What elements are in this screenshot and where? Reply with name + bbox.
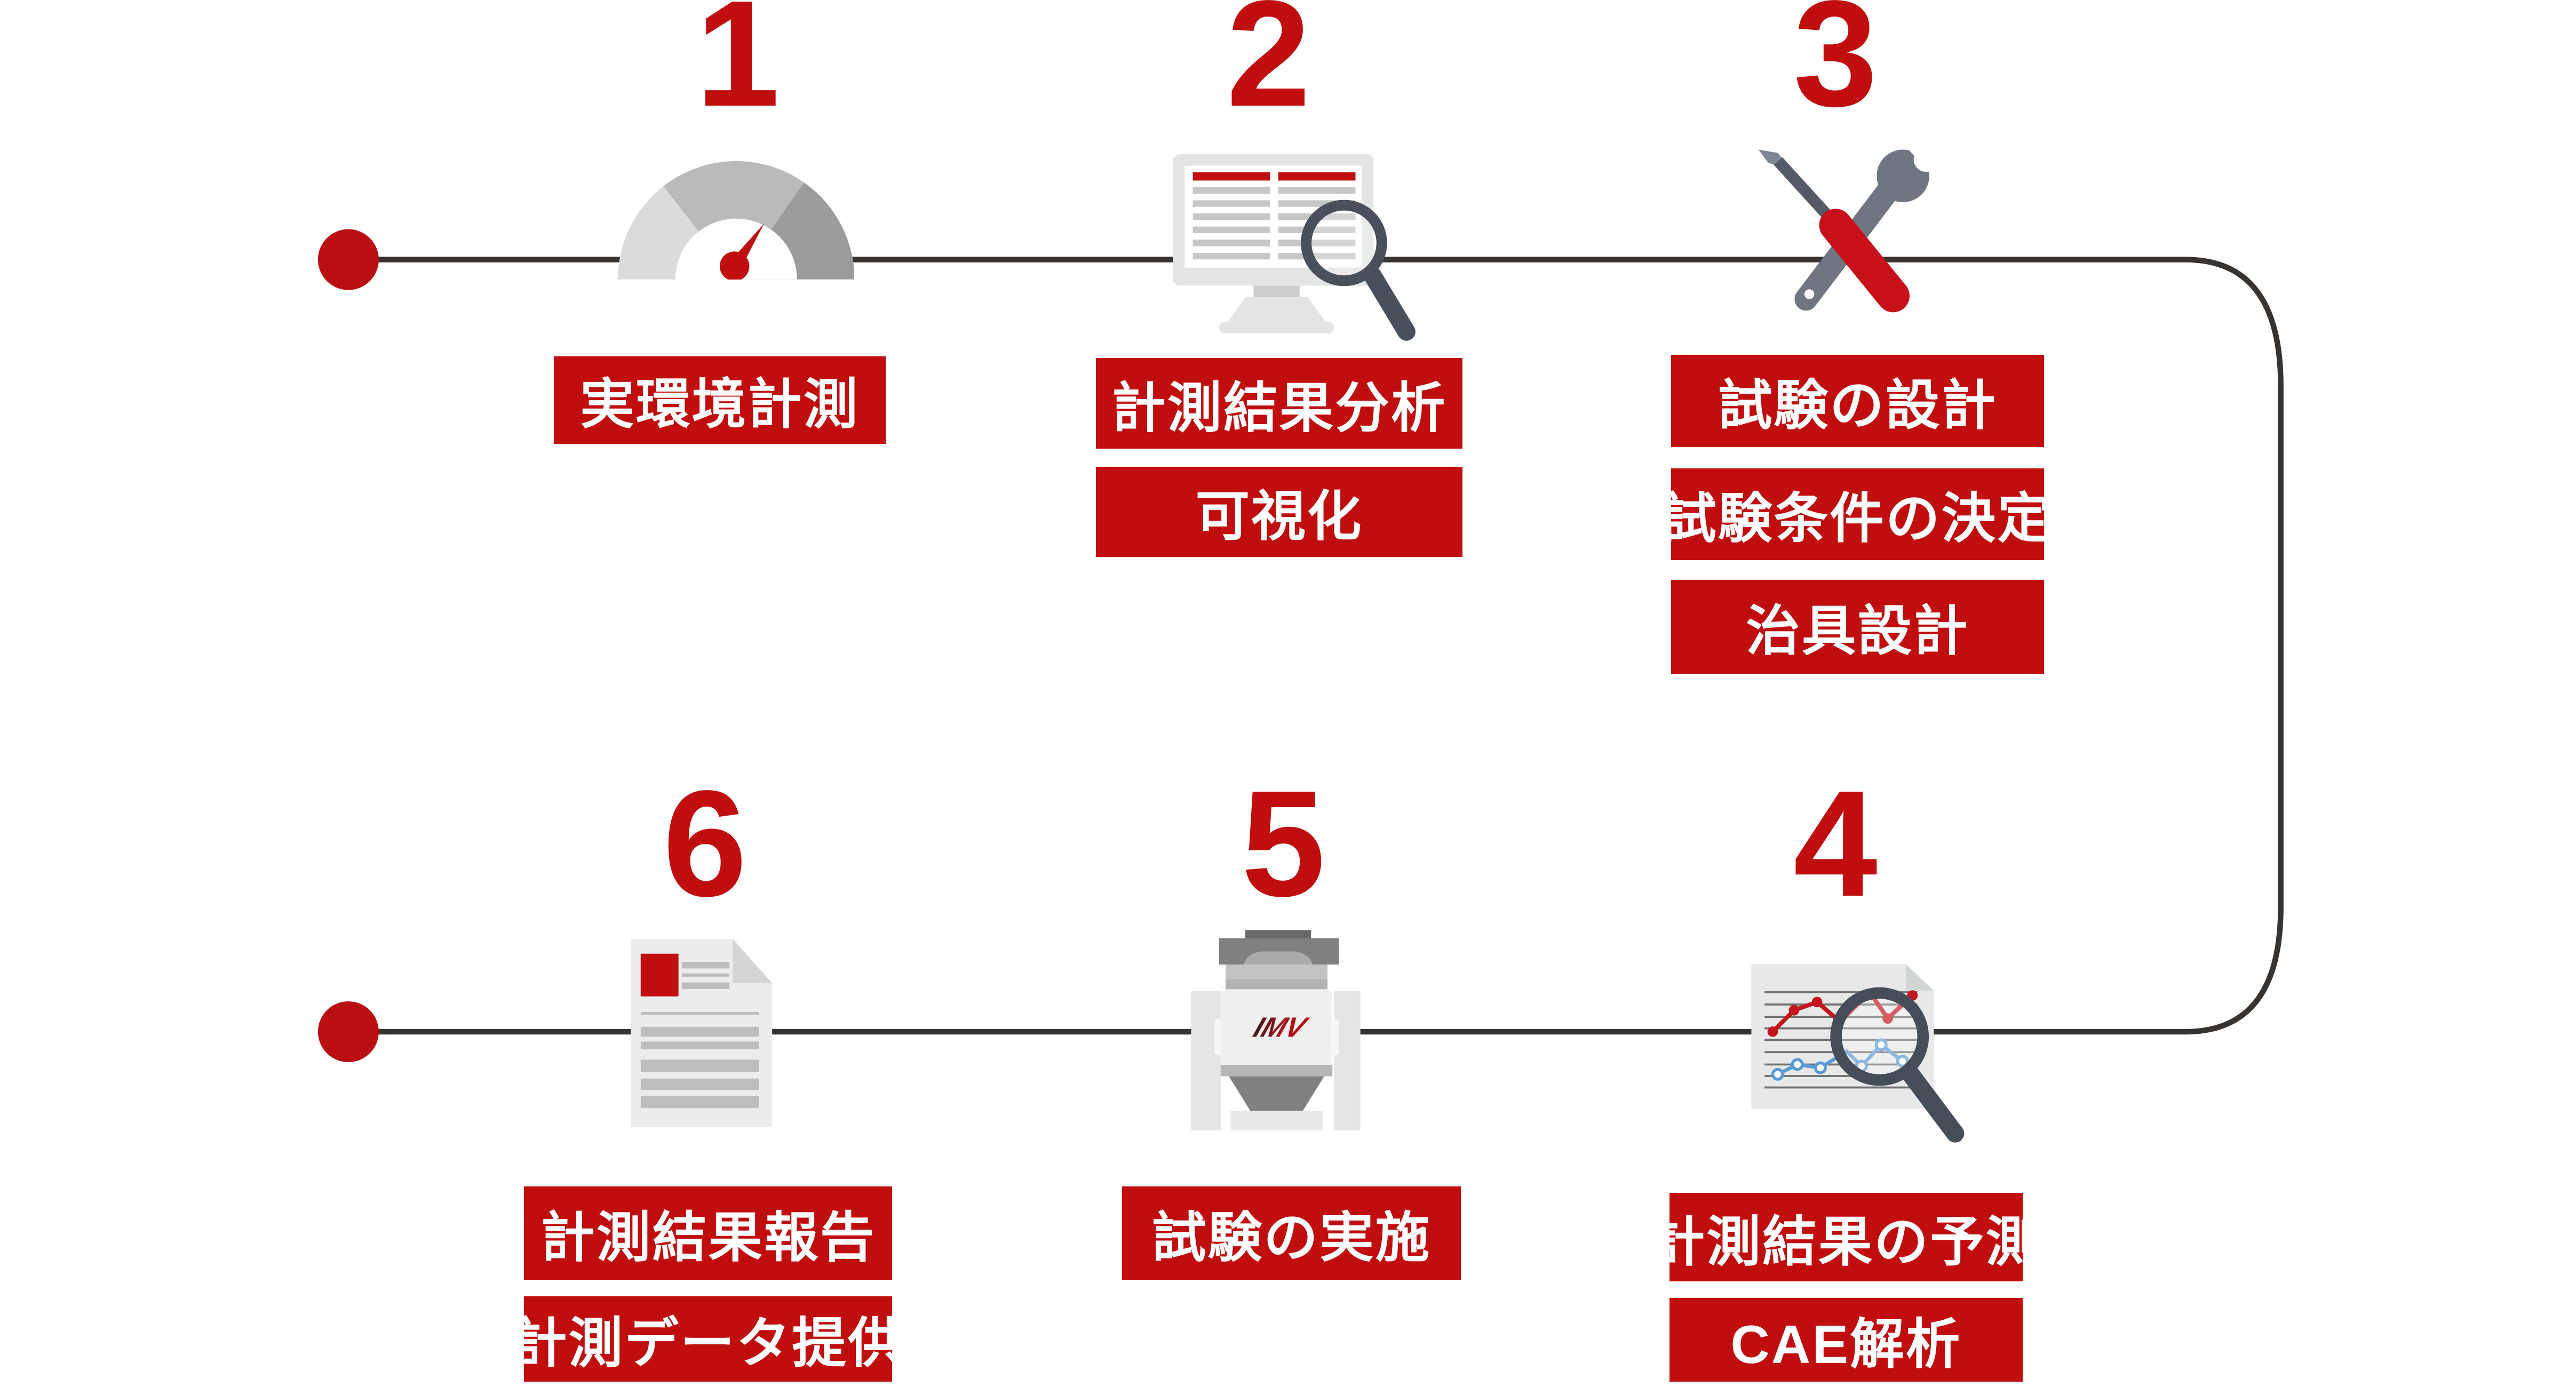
gauge-icon: [617, 161, 855, 280]
flow-connector-path: [348, 257, 2284, 1035]
blue-line-series: [1771, 1038, 1910, 1081]
machine-base-trapezoid: [1229, 1076, 1325, 1111]
step-2-label-2: 可視化: [1096, 466, 1462, 557]
chart-magnifier-icon: [1751, 964, 1965, 1143]
step-3-label-1: 試験の設計: [1671, 355, 2045, 447]
chart-paper: [1751, 964, 1934, 1109]
tools-icon: [1758, 139, 1951, 313]
step-3-label-3: 治具設計: [1671, 580, 2045, 674]
shaker-machine-icon: IMV: [1191, 930, 1361, 1130]
machine-base: [1230, 1110, 1323, 1130]
document-fold-corner: [733, 939, 773, 984]
step-4-number: 4: [1793, 760, 1878, 929]
machine-left-plate: [1191, 991, 1221, 1130]
step-2-label-1: 計測結果分析: [1096, 358, 1462, 449]
flow-end-dot: [317, 1001, 379, 1063]
machine-left-tab: [1214, 1018, 1223, 1055]
step-5-label: 試験の実施: [1122, 1186, 1461, 1280]
machine-top-slab: [1245, 930, 1311, 940]
paper-fold-corner: [1906, 964, 1934, 991]
monitor-stand-base: [1219, 322, 1334, 334]
gauge-needle-hub: [719, 251, 750, 280]
document-red-thumbnail: [641, 953, 679, 997]
monitor-stand: [1226, 297, 1328, 325]
step-1-label: 実環境計測: [553, 356, 886, 444]
gauge-face: [675, 218, 797, 280]
machine-dome: [1244, 951, 1313, 964]
machine-right-plate: [1334, 991, 1361, 1130]
step-3-label-2: 試験条件の決定: [1662, 468, 2052, 561]
step-4-label-2: CAE解析: [1669, 1297, 2023, 1382]
flow-start-dot: [317, 229, 379, 290]
step-4-label-1: 計測結果の予測: [1651, 1192, 2040, 1282]
magnifier-icon: [1301, 200, 1416, 341]
monitor-stand-neck: [1253, 285, 1300, 298]
step-6-number: 6: [663, 760, 747, 929]
step-6-label-2: 計測データ提供: [513, 1296, 902, 1382]
machine-neck-band: [1226, 979, 1328, 989]
step-5-number: 5: [1241, 760, 1325, 929]
screwdriver-icon: [1758, 149, 1910, 313]
step-3-number: 3: [1793, 0, 1878, 138]
step-1-number: 1: [695, 0, 780, 138]
machine-lower-band: [1221, 1064, 1333, 1077]
report-document-icon: [631, 939, 773, 1127]
step-6-label-1: 計測結果報告: [524, 1186, 893, 1280]
magnifier-icon: [1830, 987, 1965, 1143]
machine-right-tab: [1331, 1018, 1339, 1055]
step-2-number: 2: [1226, 0, 1311, 138]
document-text-lines: [641, 962, 759, 1109]
machine-body: [1221, 989, 1333, 1075]
monitor-analysis-icon: [1173, 154, 1416, 341]
